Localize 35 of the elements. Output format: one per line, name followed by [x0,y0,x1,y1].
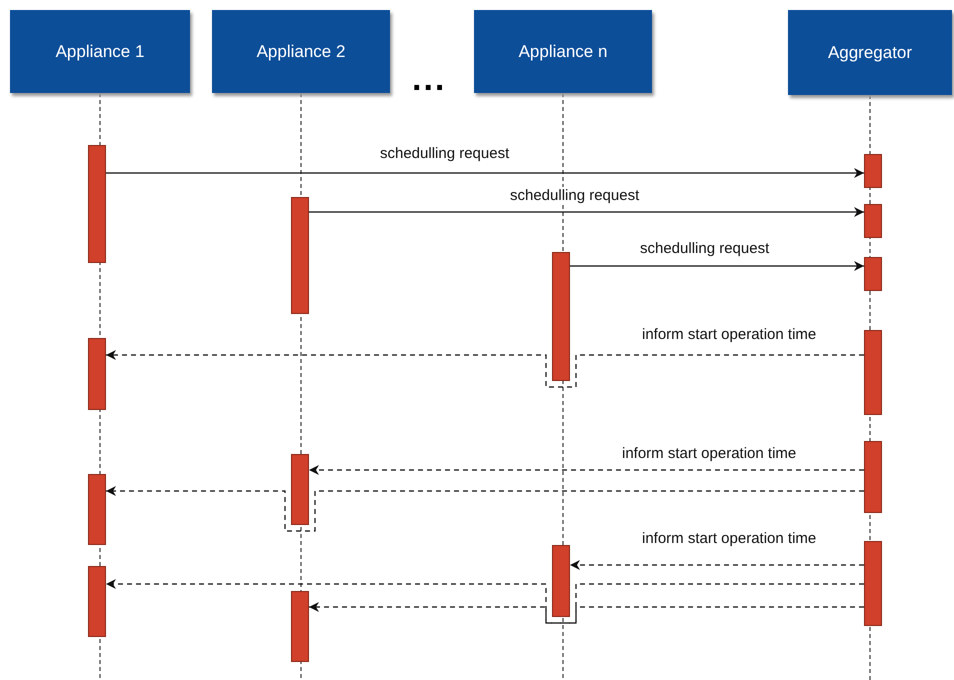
activation-bar [864,257,882,291]
activation-bar [552,545,570,617]
participant-box: Appliance n [474,10,652,93]
activation-bar [864,541,882,626]
activation-bar [88,338,106,410]
activation-bar [88,566,106,637]
arrow [106,579,864,624]
arrow [570,560,864,570]
edge-label: schedulling request [508,187,642,204]
activation-bar [88,145,106,263]
activation-bar [552,252,570,381]
edge-label: schedulling request [638,240,772,257]
arrow [570,261,864,271]
arrow [106,168,864,178]
participant-box: Appliance 2 [212,10,390,93]
ellipsis-label: ... [412,62,446,96]
edge-label: inform start operation time [640,530,818,547]
edge-label: inform start operation time [620,445,798,462]
participant-box: Appliance 1 [10,10,190,93]
activation-bar [291,197,309,314]
arrow [106,350,864,388]
activation-bar [864,441,882,513]
activation-bar [88,474,106,545]
activation-bar [864,204,882,238]
participant-box: Aggregator [788,10,952,95]
edge-label: schedulling request [378,145,512,162]
arrow [309,207,864,217]
activation-bar [864,330,882,415]
activation-bar [291,454,309,525]
arrow [309,602,864,624]
activation-bar [291,591,309,662]
activation-bar [864,154,882,188]
arrow [106,486,864,532]
arrow [309,465,864,475]
edge-label: inform start operation time [640,326,818,343]
